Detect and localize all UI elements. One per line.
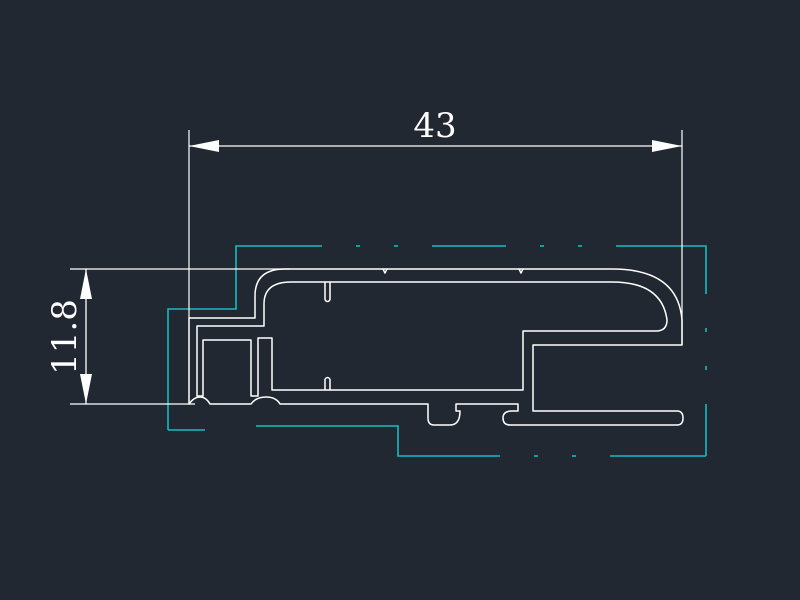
width-arrow-left [189, 140, 219, 152]
profile-cross-section [188, 268, 684, 426]
height-dimension: 11.8 [45, 269, 92, 404]
profile-outer-contour [188, 268, 684, 426]
height-arrow-top [80, 269, 92, 299]
profile-inner-contour [196, 281, 668, 397]
height-arrow-bottom [80, 374, 92, 404]
width-arrow-right [652, 140, 682, 152]
top-surface-mark-1 [382, 268, 388, 274]
width-dimension: 43 [189, 106, 682, 152]
width-dimension-label: 43 [413, 106, 456, 146]
cyan-envelope-outline [167, 245, 707, 457]
height-dimension-label: 11.8 [45, 299, 85, 375]
bottom-notch-left [324, 376, 331, 390]
top-surface-mark-2 [518, 268, 524, 274]
extension-lines [70, 130, 683, 405]
top-notch-left [324, 282, 331, 303]
